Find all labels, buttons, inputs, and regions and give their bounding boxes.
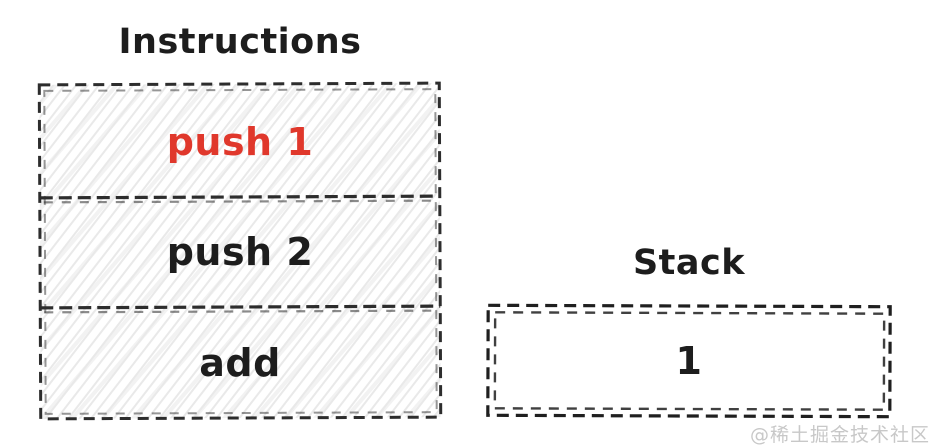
instructions-box-sketch-outline: [43, 88, 438, 415]
instructions-row-divider-2: [40, 304, 441, 310]
stack-box-outline: [486, 303, 892, 419]
instructions-row-divider-2-sketch: [44, 309, 439, 314]
instructions-box-outline: [37, 81, 443, 421]
instructions-row-divider-1: [39, 194, 440, 200]
watermark-text: @稀土掘金技术社区: [749, 424, 930, 446]
instructions-row-divider-1-sketch: [43, 199, 438, 204]
stack-box-sketch-outline: [493, 311, 886, 411]
